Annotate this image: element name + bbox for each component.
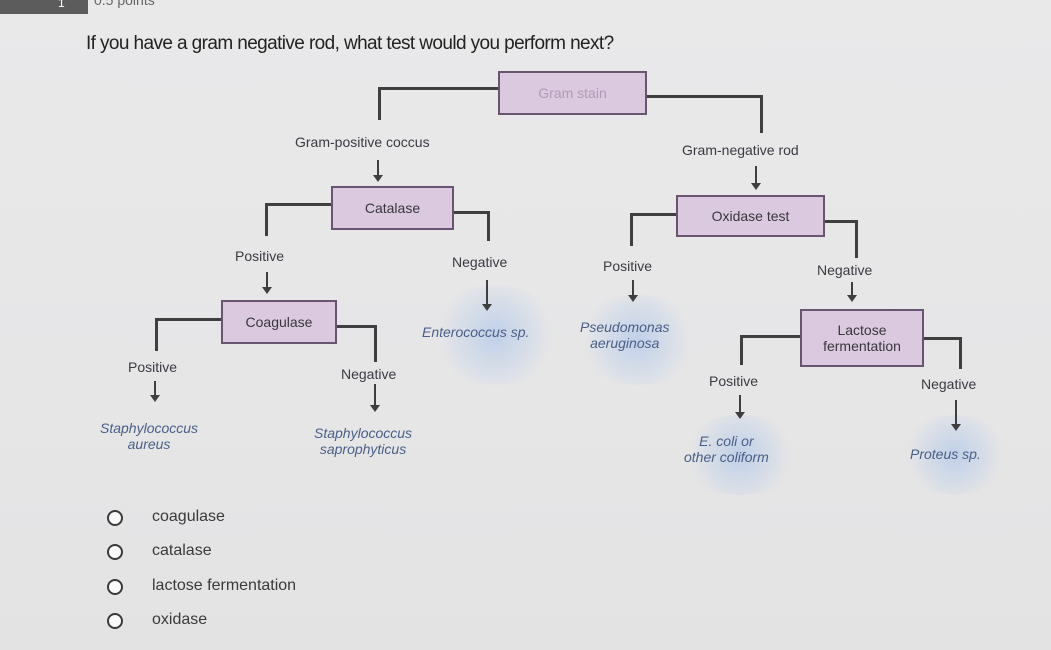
gram-negative-label: Gram-negative rod — [682, 142, 799, 158]
option-label[interactable]: catalase — [152, 542, 212, 559]
question-points: 0.5 points — [94, 0, 155, 8]
catalase-left-h — [265, 203, 333, 206]
coagulase-positive-label: Positive — [128, 359, 178, 375]
catalase-negative-label: Negative — [452, 254, 508, 270]
gram-positive-label: Gram-positive coccus — [295, 134, 430, 150]
arrow-to-ecoli — [735, 395, 745, 419]
oxidase-left-h — [630, 213, 678, 216]
arrow-to-enterococcus — [482, 280, 492, 311]
arrow-to-coagulase — [262, 272, 272, 294]
oxidase-left-v — [630, 213, 633, 246]
gram-right-v — [760, 95, 763, 133]
catalase-right-h — [452, 211, 490, 214]
oxidase-test-box: Oxidase test — [676, 195, 825, 237]
coagulase-right-h — [335, 325, 377, 328]
option-label[interactable]: lactose fermentation — [152, 577, 297, 594]
option-lactose-fermentation[interactable]: lactose fermentation — [100, 575, 360, 599]
gram-left-v — [378, 87, 381, 120]
coagulase-left-h — [155, 318, 223, 321]
proteus-label: Proteus sp. — [910, 446, 981, 462]
lactose-left-h — [740, 335, 802, 338]
coagulase-box: Coagulase — [221, 300, 337, 344]
oxidase-positive-label: Positive — [603, 258, 653, 274]
option-catalase[interactable]: catalase — [100, 540, 360, 564]
arrow-to-proteus — [951, 400, 961, 431]
question-number-tab: 1 — [0, 0, 88, 14]
oxidase-right-h — [823, 220, 858, 223]
glow-pseudomonas — [575, 295, 700, 385]
option-oxidase[interactable]: oxidase — [100, 609, 360, 633]
radio-button[interactable] — [107, 510, 123, 526]
radio-button[interactable] — [107, 544, 123, 560]
identification-flowchart: Gram stain Catalase Oxidase test Coagula… — [100, 71, 1010, 495]
radio-button[interactable] — [107, 613, 123, 629]
coagulase-left-v — [155, 318, 158, 351]
glow-ecoli — [680, 415, 800, 495]
coagulase-right-v — [374, 325, 377, 362]
gram-right-h — [645, 95, 763, 98]
lactose-negative-label: Negative — [921, 376, 977, 392]
arrow-to-lactose — [847, 282, 857, 302]
question-text: If you have a gram negative rod, what te… — [86, 33, 614, 54]
lactose-right-v — [959, 337, 962, 369]
gram-left-h — [378, 87, 500, 90]
arrow-to-staph-aureus — [150, 381, 160, 402]
lactose-positive-label: Positive — [709, 373, 759, 389]
arrow-to-oxidase — [751, 166, 761, 190]
catalase-right-v — [487, 211, 490, 241]
arrow-to-catalase — [373, 160, 383, 182]
oxidase-right-v — [855, 220, 858, 258]
catalase-box: Catalase — [331, 186, 454, 230]
arrow-to-pseudomonas — [628, 280, 638, 302]
option-label[interactable]: oxidase — [152, 611, 208, 628]
option-coagulase[interactable]: coagulase — [100, 506, 360, 530]
lactose-right-h — [922, 337, 962, 340]
enterococcus-label: Enterococcus sp. — [422, 324, 530, 340]
lactose-left-v — [740, 335, 743, 365]
catalase-positive-label: Positive — [235, 248, 285, 264]
catalase-left-v — [265, 203, 268, 236]
oxidase-negative-label: Negative — [817, 262, 873, 278]
option-label[interactable]: coagulase — [152, 508, 225, 525]
radio-button[interactable] — [107, 579, 123, 595]
glow-enterococcus — [430, 285, 560, 385]
arrow-to-staph-sapro — [370, 384, 380, 412]
coagulase-negative-label: Negative — [341, 366, 397, 382]
gram-stain-box: Gram stain — [498, 71, 647, 115]
question-number: 1 — [58, 0, 65, 10]
